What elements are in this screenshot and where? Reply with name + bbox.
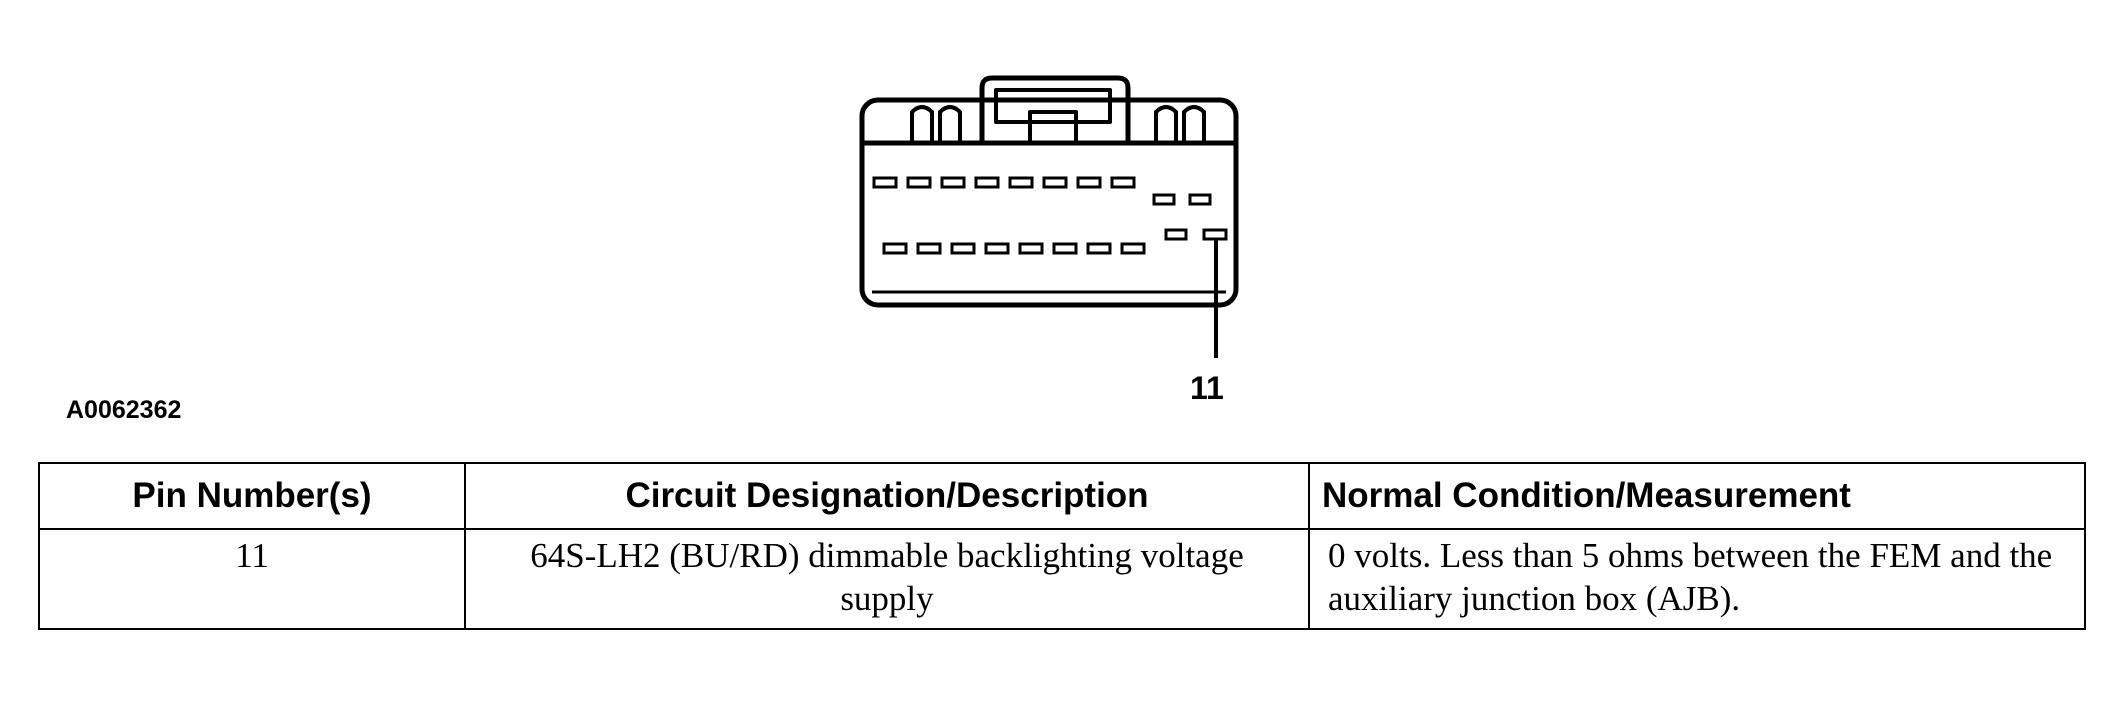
pin-cavity — [1052, 242, 1078, 255]
figure-id-label: A0062362 — [66, 396, 182, 424]
cell-pin-number: 11 — [38, 528, 466, 630]
right-latch-rib — [1182, 105, 1206, 143]
locking-tab-latch — [1028, 110, 1078, 145]
pin-cavity — [916, 242, 942, 255]
pin-cavity — [1120, 242, 1146, 255]
header-normal-condition: Normal Condition/Measurement — [1308, 462, 2086, 530]
left-latch-rib — [910, 105, 934, 143]
pin-cavity-11 — [1202, 228, 1228, 241]
table-row: 11 64S-LH2 (BU/RD) dimmable backlighting… — [38, 528, 2086, 630]
left-latch-rib — [938, 105, 962, 143]
cell-normal-condition: 0 volts. Less than 5 ohms between the FE… — [1308, 528, 2086, 630]
locking-tab — [979, 75, 1131, 143]
pin-cavity — [882, 242, 908, 255]
header-pin-numbers: Pin Number(s) — [38, 462, 466, 530]
locking-tab-window — [994, 88, 1112, 124]
pin-cavity — [1042, 176, 1068, 189]
pin-cavity — [950, 242, 976, 255]
table-header-row: Pin Number(s) Circuit Designation/Descri… — [38, 462, 2086, 530]
pin-cavity — [1076, 176, 1102, 189]
pin-cavity — [1152, 193, 1176, 206]
right-latch-rib — [1154, 105, 1178, 143]
pin-cavity — [1018, 242, 1044, 255]
pin-cavity — [974, 176, 1000, 189]
pin-cavity — [1110, 176, 1136, 189]
pin-callout-label: 11 — [1190, 370, 1224, 406]
pin-cavity — [872, 176, 898, 189]
connector-face-diagram — [859, 75, 1239, 358]
pin-cavity — [940, 176, 966, 189]
pin-cavity — [1164, 228, 1188, 241]
pin-table: Pin Number(s) Circuit Designation/Descri… — [38, 462, 2086, 630]
pin-cavity — [906, 176, 932, 189]
pin-cavity — [1008, 176, 1034, 189]
pin-cavity — [1086, 242, 1112, 255]
pin-cavity — [1188, 193, 1212, 206]
header-circuit-designation: Circuit Designation/Description — [464, 462, 1310, 530]
cell-circuit-description: 64S-LH2 (BU/RD) dimmable backlighting vo… — [464, 528, 1310, 630]
connector-body — [859, 97, 1239, 308]
pin-cavity — [984, 242, 1010, 255]
